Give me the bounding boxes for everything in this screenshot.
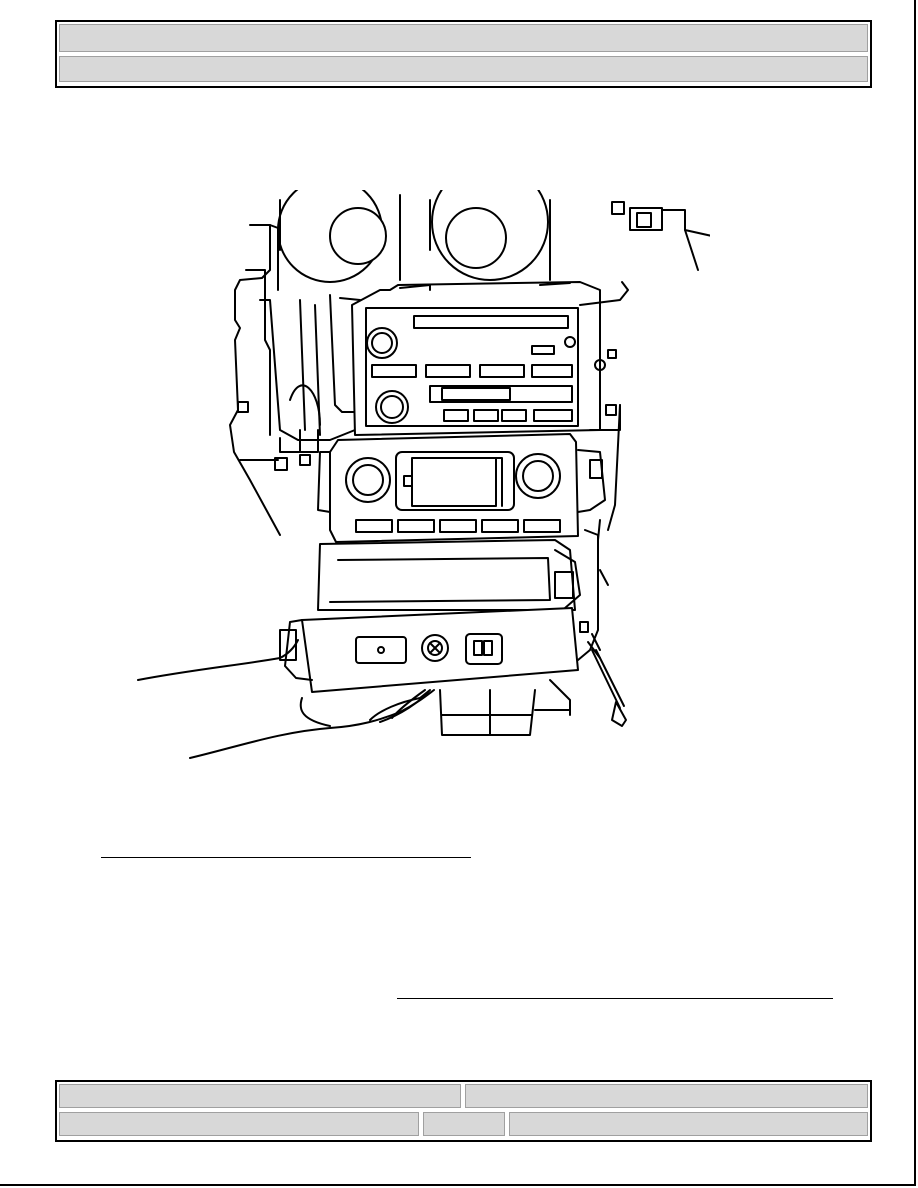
header-row-2 xyxy=(59,56,868,82)
link-underline-1[interactable] xyxy=(101,857,471,858)
footer-middle-bottom xyxy=(423,1112,505,1136)
gauge-cluster-icon xyxy=(277,163,731,283)
footer-left-top xyxy=(59,1084,461,1108)
dash-frame-left xyxy=(229,224,311,536)
header-row-1 xyxy=(59,24,868,52)
link-underline-2[interactable] xyxy=(397,998,833,999)
hands-icon xyxy=(137,639,435,759)
radio-unit-icon xyxy=(351,281,629,436)
screw-icon xyxy=(579,621,627,727)
console-illustration-svg xyxy=(137,163,731,759)
footer-left-bottom xyxy=(59,1112,419,1136)
illustration xyxy=(130,163,731,770)
document-header xyxy=(55,20,872,88)
mounting-bracket xyxy=(259,294,361,453)
footer-right-bottom xyxy=(509,1112,868,1136)
footer-right-top xyxy=(465,1084,868,1108)
console-opening xyxy=(317,519,609,661)
document-footer xyxy=(55,1080,872,1142)
accessory-panel-icon xyxy=(279,607,579,736)
hvac-control-icon xyxy=(317,404,621,543)
